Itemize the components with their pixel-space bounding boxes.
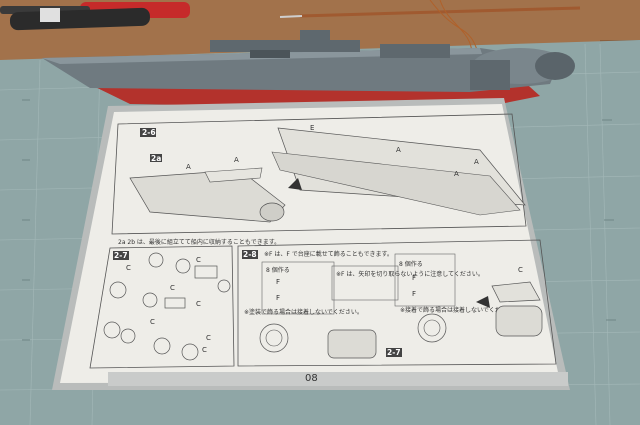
engine-part: C C (202, 266, 543, 354)
note-center: ※F は、矢印を切り取らないように注意してください。 (336, 270, 484, 278)
part-label: A (454, 170, 459, 178)
page-number: 08 (305, 373, 318, 384)
part-label: A (396, 146, 401, 154)
instruction-sheet: 2-6 2a A A E A A A 2a 2b は、最後に組立てて船内に収納す… (52, 98, 570, 390)
part-label: F (412, 274, 416, 282)
panel-step-2-8: 2-8 ※F は、F で台座に載せて飾ることもできます。 8 個作る F F ※… (237, 239, 557, 367)
step-number: 2-8 (243, 250, 257, 259)
part-label: C (202, 346, 207, 354)
make-count-right: 8 個作る (399, 260, 423, 268)
part-label: A (474, 158, 479, 166)
note-top: 2a 2b は、最後に組立てて船内に収納することもできます。 (118, 238, 280, 246)
part-label: A (234, 156, 239, 164)
tools (0, 0, 581, 71)
step-number: 2-7 (114, 251, 128, 260)
part-label: C (150, 318, 155, 326)
part-label: C (126, 264, 131, 272)
note-left: ※塗装で飾る場合は接着しないでください。 (244, 308, 363, 316)
part-label: E (310, 124, 314, 132)
note-mid: ※F は、F で台座に載せて飾ることもできます。 (264, 250, 393, 258)
part-label: C (206, 334, 211, 342)
part-label: F (412, 290, 416, 298)
part-label: A (186, 163, 191, 171)
part-label: C (196, 300, 201, 308)
step-number: 2-6 (142, 128, 156, 137)
part-label: C (518, 266, 523, 274)
part-label: F (276, 294, 280, 302)
part-label: C (196, 256, 201, 264)
note-right: ※接着で飾る場合は接着しないでください。 (400, 306, 519, 314)
part-label: C (170, 284, 175, 292)
step-reference: 2-7 (387, 348, 401, 357)
battleship-model (42, 30, 575, 110)
part-label: F (276, 278, 280, 286)
substep-label: 2a (151, 154, 161, 163)
panel-step-2-6: 2-6 2a A A E A A A (111, 113, 527, 235)
panel-step-2-7: 2-7 C C C C C C (89, 245, 235, 369)
make-count-left: 8 個作る (266, 266, 290, 274)
